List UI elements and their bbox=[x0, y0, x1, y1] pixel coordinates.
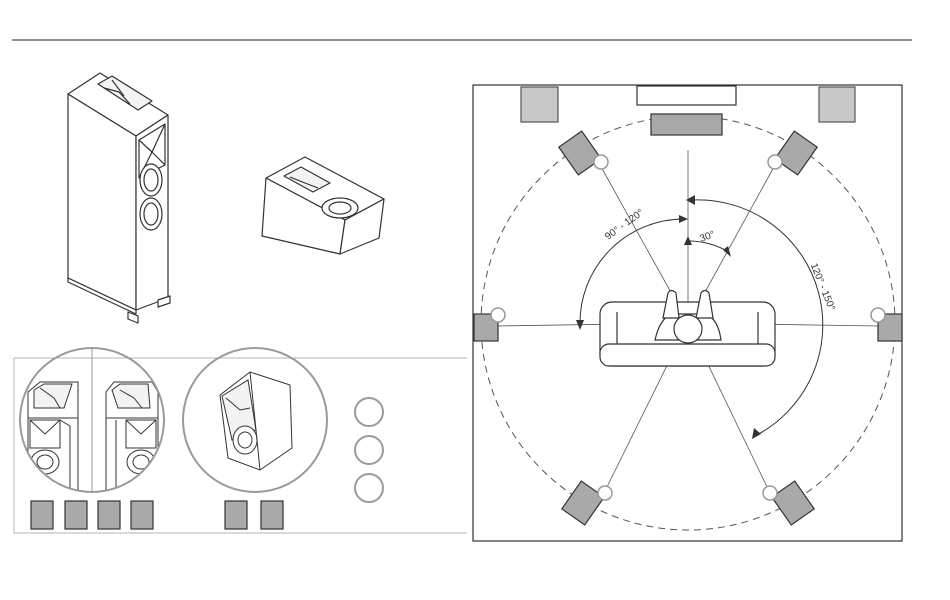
legend-circle bbox=[355, 474, 383, 502]
position-marker bbox=[763, 486, 777, 500]
legend-circle bbox=[355, 436, 383, 464]
legend-circles bbox=[355, 398, 383, 502]
subwoofer-left bbox=[521, 87, 558, 122]
speaker-swatch bbox=[31, 501, 53, 529]
tower-swatches bbox=[31, 501, 153, 529]
subwoofer-right bbox=[819, 87, 855, 122]
speaker-swatch bbox=[65, 501, 87, 529]
wall-elevation-detail bbox=[183, 348, 327, 492]
tower-speaker-illustration bbox=[68, 73, 170, 323]
position-marker bbox=[871, 308, 885, 322]
speaker-swatch bbox=[261, 501, 283, 529]
position-marker bbox=[768, 155, 782, 169]
room-layout: 30° 90° - 120° 120° - 150° bbox=[473, 85, 902, 541]
position-marker bbox=[594, 155, 608, 169]
legend-circle bbox=[355, 398, 383, 426]
position-marker bbox=[491, 308, 505, 322]
position-marker bbox=[598, 486, 612, 500]
elevation-swatches bbox=[225, 501, 283, 529]
screen bbox=[637, 86, 736, 105]
tower-elevation-detail bbox=[20, 348, 164, 500]
elevation-module-illustration bbox=[262, 157, 384, 254]
installation-options-panel bbox=[14, 348, 467, 533]
center-speaker bbox=[651, 114, 722, 135]
speaker-swatch bbox=[225, 501, 247, 529]
speaker-swatch bbox=[131, 501, 153, 529]
speaker-swatch bbox=[98, 501, 120, 529]
